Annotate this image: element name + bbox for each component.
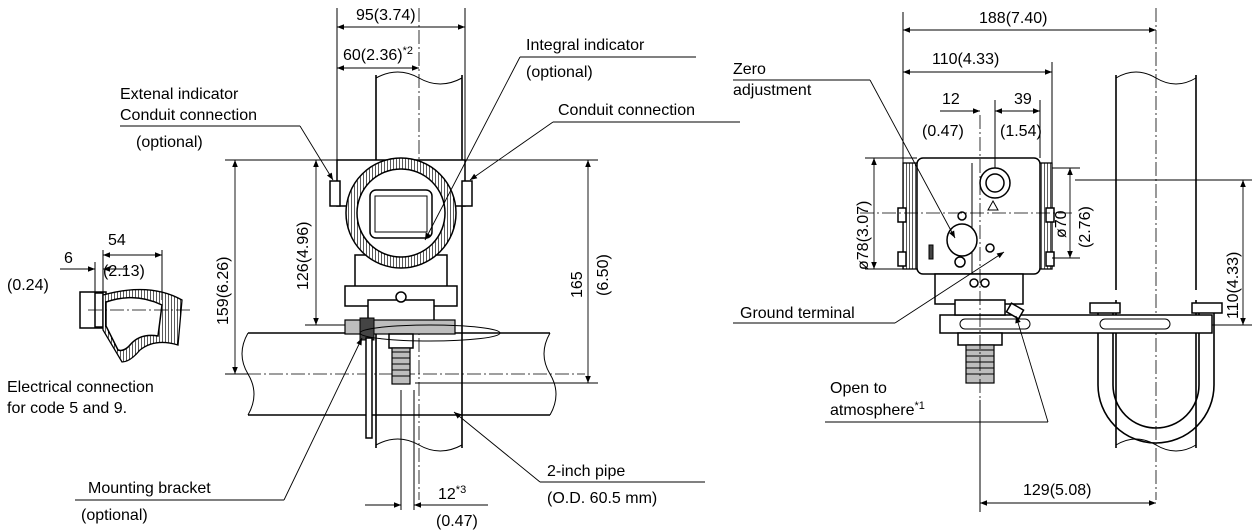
dim-54-text: 54 <box>108 232 126 249</box>
external-conduit-label: Conduit connection <box>120 107 257 124</box>
vertical-pipe-right <box>939 8 1223 500</box>
zero-adjustment-label-2: adjustment <box>733 82 812 99</box>
dim-95-text: 95(3.74) <box>356 7 416 24</box>
integral-indicator-optional: (optional) <box>526 64 593 81</box>
mounting-bracket-label: Mounting bracket <box>88 480 211 497</box>
dim-78: ø78(3.07) <box>855 157 917 270</box>
external-indicator-label: Extenal indicator <box>120 86 239 103</box>
dim-110-horizontal: 110(4.33) <box>903 51 1053 163</box>
dim-188-text: 188(7.40) <box>979 10 1048 27</box>
dim-110-vertical-text: 110(4.33) <box>1225 252 1242 319</box>
atmosphere-label: atmosphere*1 <box>830 400 925 419</box>
zero-adjustment-callout: Zero adjustment <box>733 61 956 239</box>
dim-12-39: 12 (0.47) 39 (1.54) <box>922 91 1042 168</box>
dim-12-inch: (0.47) <box>922 123 964 140</box>
dim-12-text: 12 <box>942 91 960 108</box>
integral-indicator-callout: Integral indicator (optional) <box>424 37 696 241</box>
pipe-label: 2-inch pipe <box>547 463 625 480</box>
mounting-bracket-optional: (optional) <box>81 507 148 524</box>
pipe-od-label: (O.D. 60.5 mm) <box>547 490 657 507</box>
transmitter-front <box>329 157 501 439</box>
dim-12-bottom-inch: (0.47) <box>436 513 478 530</box>
dim-165-inch: (6.50) <box>595 254 612 296</box>
dim-110-horizontal-text: 110(4.33) <box>932 51 999 68</box>
pipe-callout: 2-inch pipe (O.D. 60.5 mm) <box>453 411 705 507</box>
conduit-connection-callout: Conduit connection <box>469 102 740 181</box>
dim-6-inch: (0.24) <box>7 277 49 294</box>
transmitter-side <box>860 115 1075 400</box>
electrical-connection-inset: 54 (2.13) 6 (0.24) Electrical connection… <box>7 232 190 417</box>
open-to-atmosphere-callout: Open to atmosphere*1 <box>825 315 1049 423</box>
dim-129-text: 129(5.08) <box>1023 482 1092 499</box>
electrical-connection-codes: for code 5 and 9. <box>7 400 127 417</box>
electrical-connection-label: Electrical connection <box>7 379 154 396</box>
dim-110-vertical: 110(4.33) <box>1075 179 1252 326</box>
dim-159-text: 159(6.26) <box>215 257 232 326</box>
dim-54-inch: (2.13) <box>103 263 145 280</box>
dim-159: 159(6.26) <box>215 159 337 375</box>
dim-126-text: 126(4.96) <box>295 222 312 291</box>
dim-60-text: 60(2.36)*2 <box>343 45 413 64</box>
dim-70-inch: (2.76) <box>1077 206 1094 248</box>
dim-129: 129(5.08) <box>979 400 1156 512</box>
external-indicator-callout: Extenal indicator Conduit connection (op… <box>120 86 334 181</box>
ground-terminal-callout: Ground terminal <box>733 251 1005 324</box>
dim-95: 95(3.74) <box>336 7 466 160</box>
dim-39-inch: (1.54) <box>1000 123 1042 140</box>
side-view: 188(7.40) 110(4.33) 12 (0.47) 39 (1.54) … <box>733 8 1252 512</box>
ground-terminal-label: Ground terminal <box>740 305 855 322</box>
dim-126: 126(4.96) <box>295 160 345 326</box>
open-to-label: Open to <box>830 380 887 397</box>
front-view: 95(3.74) 60(2.36)*2 Integral indicator (… <box>75 7 740 530</box>
mounting-bracket-callout: Mounting bracket (optional) <box>75 337 363 524</box>
dim-188: 188(7.40) <box>902 10 1156 163</box>
zero-adjustment-label: Zero <box>733 61 766 78</box>
dim-6-text: 6 <box>64 250 73 267</box>
external-optional-label: (optional) <box>136 134 203 151</box>
integral-indicator-label: Integral indicator <box>526 37 645 54</box>
dim-70-text: ø70 <box>1053 210 1070 238</box>
dim-70: ø70 (2.76) <box>1052 167 1094 259</box>
dim-12-bottom: 12*3 (0.47) <box>365 390 488 530</box>
dim-60: 60(2.36)*2 <box>337 45 419 71</box>
dim-12-bottom-text: 12*3 <box>438 484 466 503</box>
dim-39-text: 39 <box>1014 91 1032 108</box>
dim-165: 165 (6.50) <box>415 159 612 384</box>
dim-165-text: 165 <box>569 271 586 298</box>
dim-78-text: ø78(3.07) <box>855 201 872 270</box>
conduit-connection-label: Conduit connection <box>558 102 695 119</box>
